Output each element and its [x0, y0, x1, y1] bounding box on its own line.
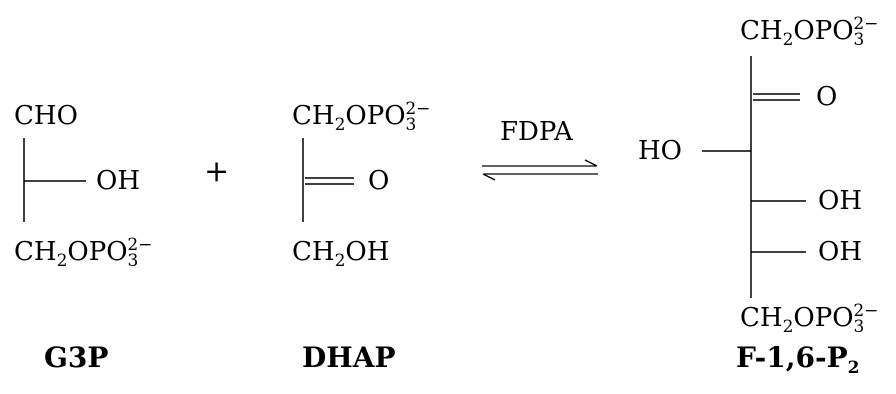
- dhap-phosphate-group: CH2OPO32−: [292, 99, 431, 135]
- g3p-oh-group: OH: [96, 166, 140, 196]
- plus-sign: +: [204, 154, 230, 189]
- dhap-ketone-oxygen: O: [368, 166, 390, 196]
- f16p2-oh-group-2: OH: [818, 237, 862, 267]
- g3p-phosphate-group: CH2OPO32−: [14, 235, 153, 271]
- arrow-reverse-head: [482, 173, 496, 181]
- f16p2-top-phosphate-group: CH2OPO32−: [740, 14, 879, 50]
- f16p2-ho-group: HO: [638, 136, 682, 166]
- f16p2-bottom-phosphate-group: CH2OPO32−: [740, 301, 879, 337]
- f16p2-ketone-oxygen: O: [816, 82, 838, 112]
- dhap-label: DHAP: [302, 341, 396, 374]
- dhap-hydroxymethyl-group: CH2OH: [292, 237, 390, 271]
- f16p2-label: F-1,6-P2: [736, 341, 860, 379]
- f16p2-oh-group-1: OH: [818, 186, 862, 216]
- arrow-forward-head: [584, 159, 598, 167]
- enzyme-label: FDPA: [500, 117, 573, 147]
- g3p-cho-group: CHO: [14, 101, 78, 131]
- g3p-label: G3P: [44, 341, 109, 374]
